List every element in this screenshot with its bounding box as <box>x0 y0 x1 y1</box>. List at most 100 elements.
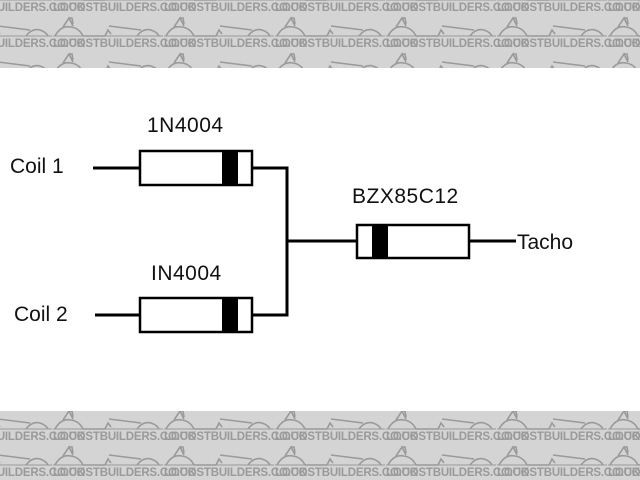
watermark-tile: LOCOSTBUILDERS.CO.UK <box>275 0 418 14</box>
watermark-row: LOCOSTBUILDERS.CO.UKLOCOSTBUILDERS.CO.UK… <box>0 50 640 68</box>
watermark-text: LOCOSTBUILDERS.CO.UK <box>608 431 640 443</box>
car-logo-icon <box>275 411 386 436</box>
watermark-tile: LOCOSTBUILDERS.CO.UK <box>164 50 275 68</box>
diode-1n4004-body <box>138 149 254 187</box>
car-logo-icon <box>275 445 386 472</box>
car-logo-icon <box>53 445 164 472</box>
cathode-band <box>372 225 388 258</box>
watermark-tile: LOCOSTBUILDERS.CO.UK <box>497 443 640 479</box>
watermark-tile: LOCOSTBUILDERS.CO.UK <box>608 50 640 68</box>
watermark-tile: LOCOSTBUILDERS.CO.UK <box>275 443 418 479</box>
car-logo-icon <box>53 52 164 68</box>
watermark-tile: LOCOSTBUILDERS.CO.UK <box>53 0 196 14</box>
watermark-tile: LOCOSTBUILDERS.CO.UK <box>53 411 196 443</box>
watermark-text: LOCOSTBUILDERS.CO.UK <box>497 38 640 50</box>
watermark-tile: LOCOSTBUILDERS.CO.UK <box>0 14 85 50</box>
watermark-text: LOCOSTBUILDERS.CO.UK <box>497 2 640 14</box>
car-logo-icon <box>608 52 640 68</box>
watermark-tile: LOCOSTBUILDERS.CO.UK <box>164 0 307 14</box>
cathode-band <box>222 298 238 332</box>
coil1-label: Coil 1 <box>10 155 64 178</box>
car-logo-icon <box>53 411 164 436</box>
watermark-text: LOCOSTBUILDERS.CO.UK <box>386 2 529 14</box>
diode1-label: 1N4004 <box>147 114 224 137</box>
watermark-text: LOCOSTBUILDERS.CO.UK <box>0 467 85 479</box>
watermark-text: LOCOSTBUILDERS.CO.UK <box>608 467 640 479</box>
watermark-text: LOCOSTBUILDERS.CO.UK <box>497 467 640 479</box>
watermark-tile: LOCOSTBUILDERS.CO.UK <box>608 411 640 443</box>
watermark-row: LOCOSTBUILDERS.CO.UKLOCOSTBUILDERS.CO.UK… <box>0 443 640 479</box>
watermark-tile: LOCOSTBUILDERS.CO.UK <box>164 14 307 50</box>
car-logo-icon <box>164 411 275 436</box>
watermark-banner-top: LOCOSTBUILDERS.CO.UKLOCOSTBUILDERS.CO.UK… <box>0 0 640 68</box>
car-logo-icon <box>0 411 53 436</box>
wire-junction <box>253 166 289 317</box>
zener-bzx85c12-body <box>355 223 471 260</box>
car-logo-icon <box>0 445 53 472</box>
car-logo-icon <box>608 445 640 472</box>
watermark-row: LOCOSTBUILDERS.CO.UKLOCOSTBUILDERS.CO.UK… <box>0 411 640 443</box>
cathode-band <box>222 151 238 185</box>
watermark-tile: LOCOSTBUILDERS.CO.UK <box>608 443 640 479</box>
watermark-tile: LOCOSTBUILDERS.CO.UK <box>386 443 529 479</box>
watermark-tile: LOCOSTBUILDERS.CO.UK <box>275 14 418 50</box>
watermark-tile: LOCOSTBUILDERS.CO.UK <box>53 14 196 50</box>
watermark-text: LOCOSTBUILDERS.CO.UK <box>386 38 529 50</box>
watermark-tile: LOCOSTBUILDERS.CO.UK <box>0 50 53 68</box>
coil2-label: Coil 2 <box>14 303 68 326</box>
tacho-label: Tacho <box>517 231 574 254</box>
watermark-row: LOCOSTBUILDERS.CO.UKLOCOSTBUILDERS.CO.UK… <box>0 0 640 14</box>
watermark-tile: LOCOSTBUILDERS.CO.UK <box>386 14 529 50</box>
car-logo-icon <box>164 16 275 43</box>
watermark-text: LOCOSTBUILDERS.CO.UK <box>164 2 307 14</box>
watermark-tile: LOCOSTBUILDERS.CO.UK <box>53 50 164 68</box>
watermark-tile: LOCOSTBUILDERS.CO.UK <box>608 14 640 50</box>
watermark-text: LOCOSTBUILDERS.CO.UK <box>0 38 85 50</box>
watermark-text: LOCOSTBUILDERS.CO.UK <box>164 38 307 50</box>
watermark-tile: LOCOSTBUILDERS.CO.UK <box>497 0 640 14</box>
schematic-lines <box>93 149 516 334</box>
watermark-text: LOCOSTBUILDERS.CO.UK <box>53 431 196 443</box>
car-logo-icon <box>608 16 640 43</box>
watermark-tile: LOCOSTBUILDERS.CO.UK <box>386 50 497 68</box>
watermark-tile: LOCOSTBUILDERS.CO.UK <box>386 0 529 14</box>
watermark-tile: LOCOSTBUILDERS.CO.UK <box>164 443 307 479</box>
watermark-text: LOCOSTBUILDERS.CO.UK <box>53 467 196 479</box>
car-logo-icon <box>164 52 275 68</box>
watermark-text: LOCOSTBUILDERS.CO.UK <box>275 431 418 443</box>
watermark-text: LOCOSTBUILDERS.CO.UK <box>386 431 529 443</box>
circuit-diagram: Coil 1 Coil 2 1N4004 IN4004 BZX85C12 Tac… <box>0 68 640 411</box>
car-logo-icon <box>0 16 53 43</box>
car-logo-icon <box>497 52 608 68</box>
car-logo-icon <box>275 52 386 68</box>
watermark-row: LOCOSTBUILDERS.CO.UKLOCOSTBUILDERS.CO.UK… <box>0 14 640 50</box>
watermark-tile: LOCOSTBUILDERS.CO.UK <box>164 411 307 443</box>
car-logo-icon <box>275 16 386 43</box>
zener-label: BZX85C12 <box>352 185 459 208</box>
diode2-label: IN4004 <box>151 262 222 285</box>
watermark-banner-bottom: LOCOSTBUILDERS.CO.UKLOCOSTBUILDERS.CO.UK… <box>0 411 640 480</box>
car-logo-icon <box>497 16 608 43</box>
car-logo-icon <box>386 52 497 68</box>
watermark-text: LOCOSTBUILDERS.CO.UK <box>608 2 640 14</box>
car-logo-icon <box>608 411 640 436</box>
car-logo-icon <box>0 52 53 68</box>
car-logo-icon <box>386 16 497 43</box>
watermark-text: LOCOSTBUILDERS.CO.UK <box>164 467 307 479</box>
car-logo-icon <box>53 16 164 43</box>
watermark-text: LOCOSTBUILDERS.CO.UK <box>275 38 418 50</box>
diode-in4004-body <box>138 296 254 334</box>
watermark-text: LOCOSTBUILDERS.CO.UK <box>53 38 196 50</box>
watermark-text: LOCOSTBUILDERS.CO.UK <box>497 431 640 443</box>
watermark-text: LOCOSTBUILDERS.CO.UK <box>53 2 196 14</box>
watermark-tile: LOCOSTBUILDERS.CO.UK <box>53 443 196 479</box>
watermark-tile: LOCOSTBUILDERS.CO.UK <box>0 443 85 479</box>
watermark-text: LOCOSTBUILDERS.CO.UK <box>386 467 529 479</box>
watermark-text: LOCOSTBUILDERS.CO.UK <box>0 431 85 443</box>
watermark-tile: LOCOSTBUILDERS.CO.UK <box>386 411 529 443</box>
watermark-tile: LOCOSTBUILDERS.CO.UK <box>497 50 608 68</box>
car-logo-icon <box>386 445 497 472</box>
watermark-text: LOCOSTBUILDERS.CO.UK <box>275 467 418 479</box>
watermark-tile: LOCOSTBUILDERS.CO.UK <box>608 0 640 14</box>
car-logo-icon <box>497 445 608 472</box>
